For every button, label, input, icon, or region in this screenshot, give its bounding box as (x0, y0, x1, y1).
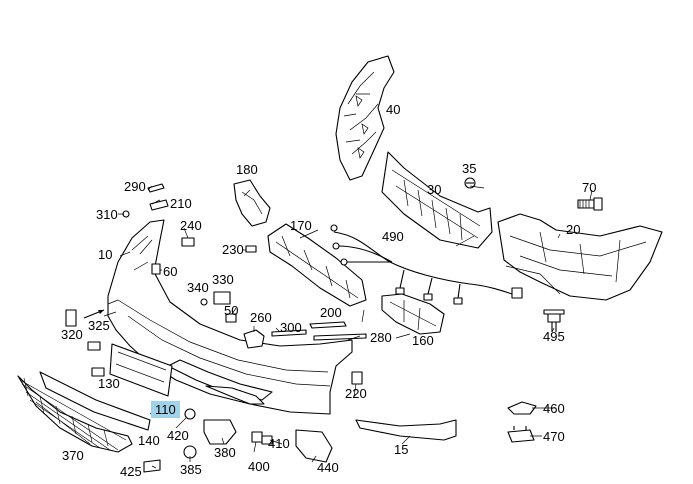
callout-380[interactable]: 380 (214, 445, 236, 460)
callout-470[interactable]: 470 (543, 429, 565, 444)
callout-50[interactable]: 50 (224, 303, 238, 318)
part-490-drawing (330, 224, 523, 305)
part-260-drawing (243, 329, 265, 349)
callout-290[interactable]: 290 (124, 179, 146, 194)
part-35-drawing (464, 177, 476, 189)
part-70-drawing (577, 197, 603, 211)
callout-495[interactable]: 495 (543, 329, 565, 344)
part-460-drawing (507, 401, 537, 415)
part-20-drawing (497, 213, 663, 301)
callout-440[interactable]: 440 (317, 460, 339, 475)
callout-15[interactable]: 15 (394, 442, 408, 457)
part-30-drawing (381, 151, 493, 249)
callout-20[interactable]: 20 (566, 222, 580, 237)
callout-110[interactable]: 110 (155, 402, 176, 417)
callout-330[interactable]: 330 (212, 272, 234, 287)
part-140-drawing (39, 371, 151, 431)
part-170-drawing (267, 223, 367, 307)
callout-410[interactable]: 410 (268, 436, 290, 451)
part-40-drawing (335, 55, 395, 181)
part-180-drawing (233, 179, 271, 227)
callout-140[interactable]: 140 (138, 433, 160, 448)
callout-325[interactable]: 325 (88, 318, 110, 333)
callout-320[interactable]: 320 (61, 327, 83, 342)
callout-385[interactable]: 385 (180, 462, 202, 477)
part-110-drawing (109, 343, 173, 397)
callout-370[interactable]: 370 (62, 448, 84, 463)
callout-160[interactable]: 160 (412, 333, 434, 348)
callout-260[interactable]: 260 (250, 310, 272, 325)
callout-220[interactable]: 220 (345, 386, 367, 401)
callout-70[interactable]: 70 (582, 180, 596, 195)
fasteners-drawing (65, 183, 363, 473)
callout-40[interactable]: 40 (386, 102, 400, 117)
callout-200[interactable]: 200 (320, 305, 342, 320)
callout-300[interactable]: 300 (280, 320, 302, 335)
callout-35[interactable]: 35 (462, 161, 476, 176)
part-15-drawing (355, 419, 457, 441)
callout-420[interactable]: 420 (167, 428, 189, 443)
selected-part-highlight (151, 401, 180, 418)
callout-280[interactable]: 280 (370, 330, 392, 345)
callout-210[interactable]: 210 (170, 196, 192, 211)
callout-490[interactable]: 490 (382, 229, 404, 244)
part-160-drawing (381, 293, 445, 335)
callout-240[interactable]: 240 (180, 218, 202, 233)
callout-340[interactable]: 340 (187, 280, 209, 295)
callout-10[interactable]: 10 (98, 247, 112, 262)
callout-180[interactable]: 180 (236, 162, 258, 177)
part-370-drawing (17, 375, 133, 453)
leader-lines (118, 93, 593, 469)
callout-425[interactable]: 425 (120, 464, 142, 479)
part-470-drawing (507, 426, 535, 443)
callout-400[interactable]: 400 (248, 459, 270, 474)
callout-130[interactable]: 130 (98, 376, 120, 391)
callout-60[interactable]: 60 (163, 264, 177, 279)
callout-230[interactable]: 230 (222, 242, 244, 257)
callout-170[interactable]: 170 (290, 218, 312, 233)
part-495-drawing (543, 309, 565, 332)
callout-30[interactable]: 30 (427, 182, 441, 197)
callout-460[interactable]: 460 (543, 401, 565, 416)
callout-labels: 40 180 35 290 30 70 210 310 240 170 20 4… (61, 102, 596, 479)
callout-310[interactable]: 310 (96, 207, 118, 222)
